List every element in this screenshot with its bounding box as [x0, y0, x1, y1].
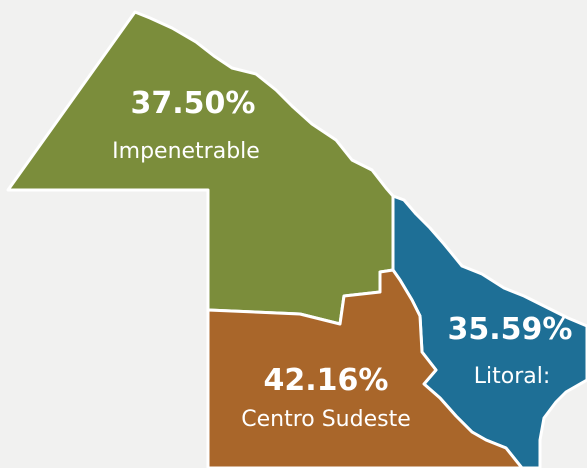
centro-sudeste-name-label: Centro Sudeste [241, 407, 411, 432]
centro-sudeste-percent-label: 42.16% [264, 363, 389, 398]
region-centro-sudeste[interactable] [206, 268, 524, 468]
impenetrable-name-label: Impenetrable [112, 139, 260, 164]
impenetrable-percent-label: 37.50% [131, 86, 256, 121]
litoral-name-label: Litoral: [474, 364, 551, 389]
litoral-percent-label: 35.59% [448, 312, 573, 347]
